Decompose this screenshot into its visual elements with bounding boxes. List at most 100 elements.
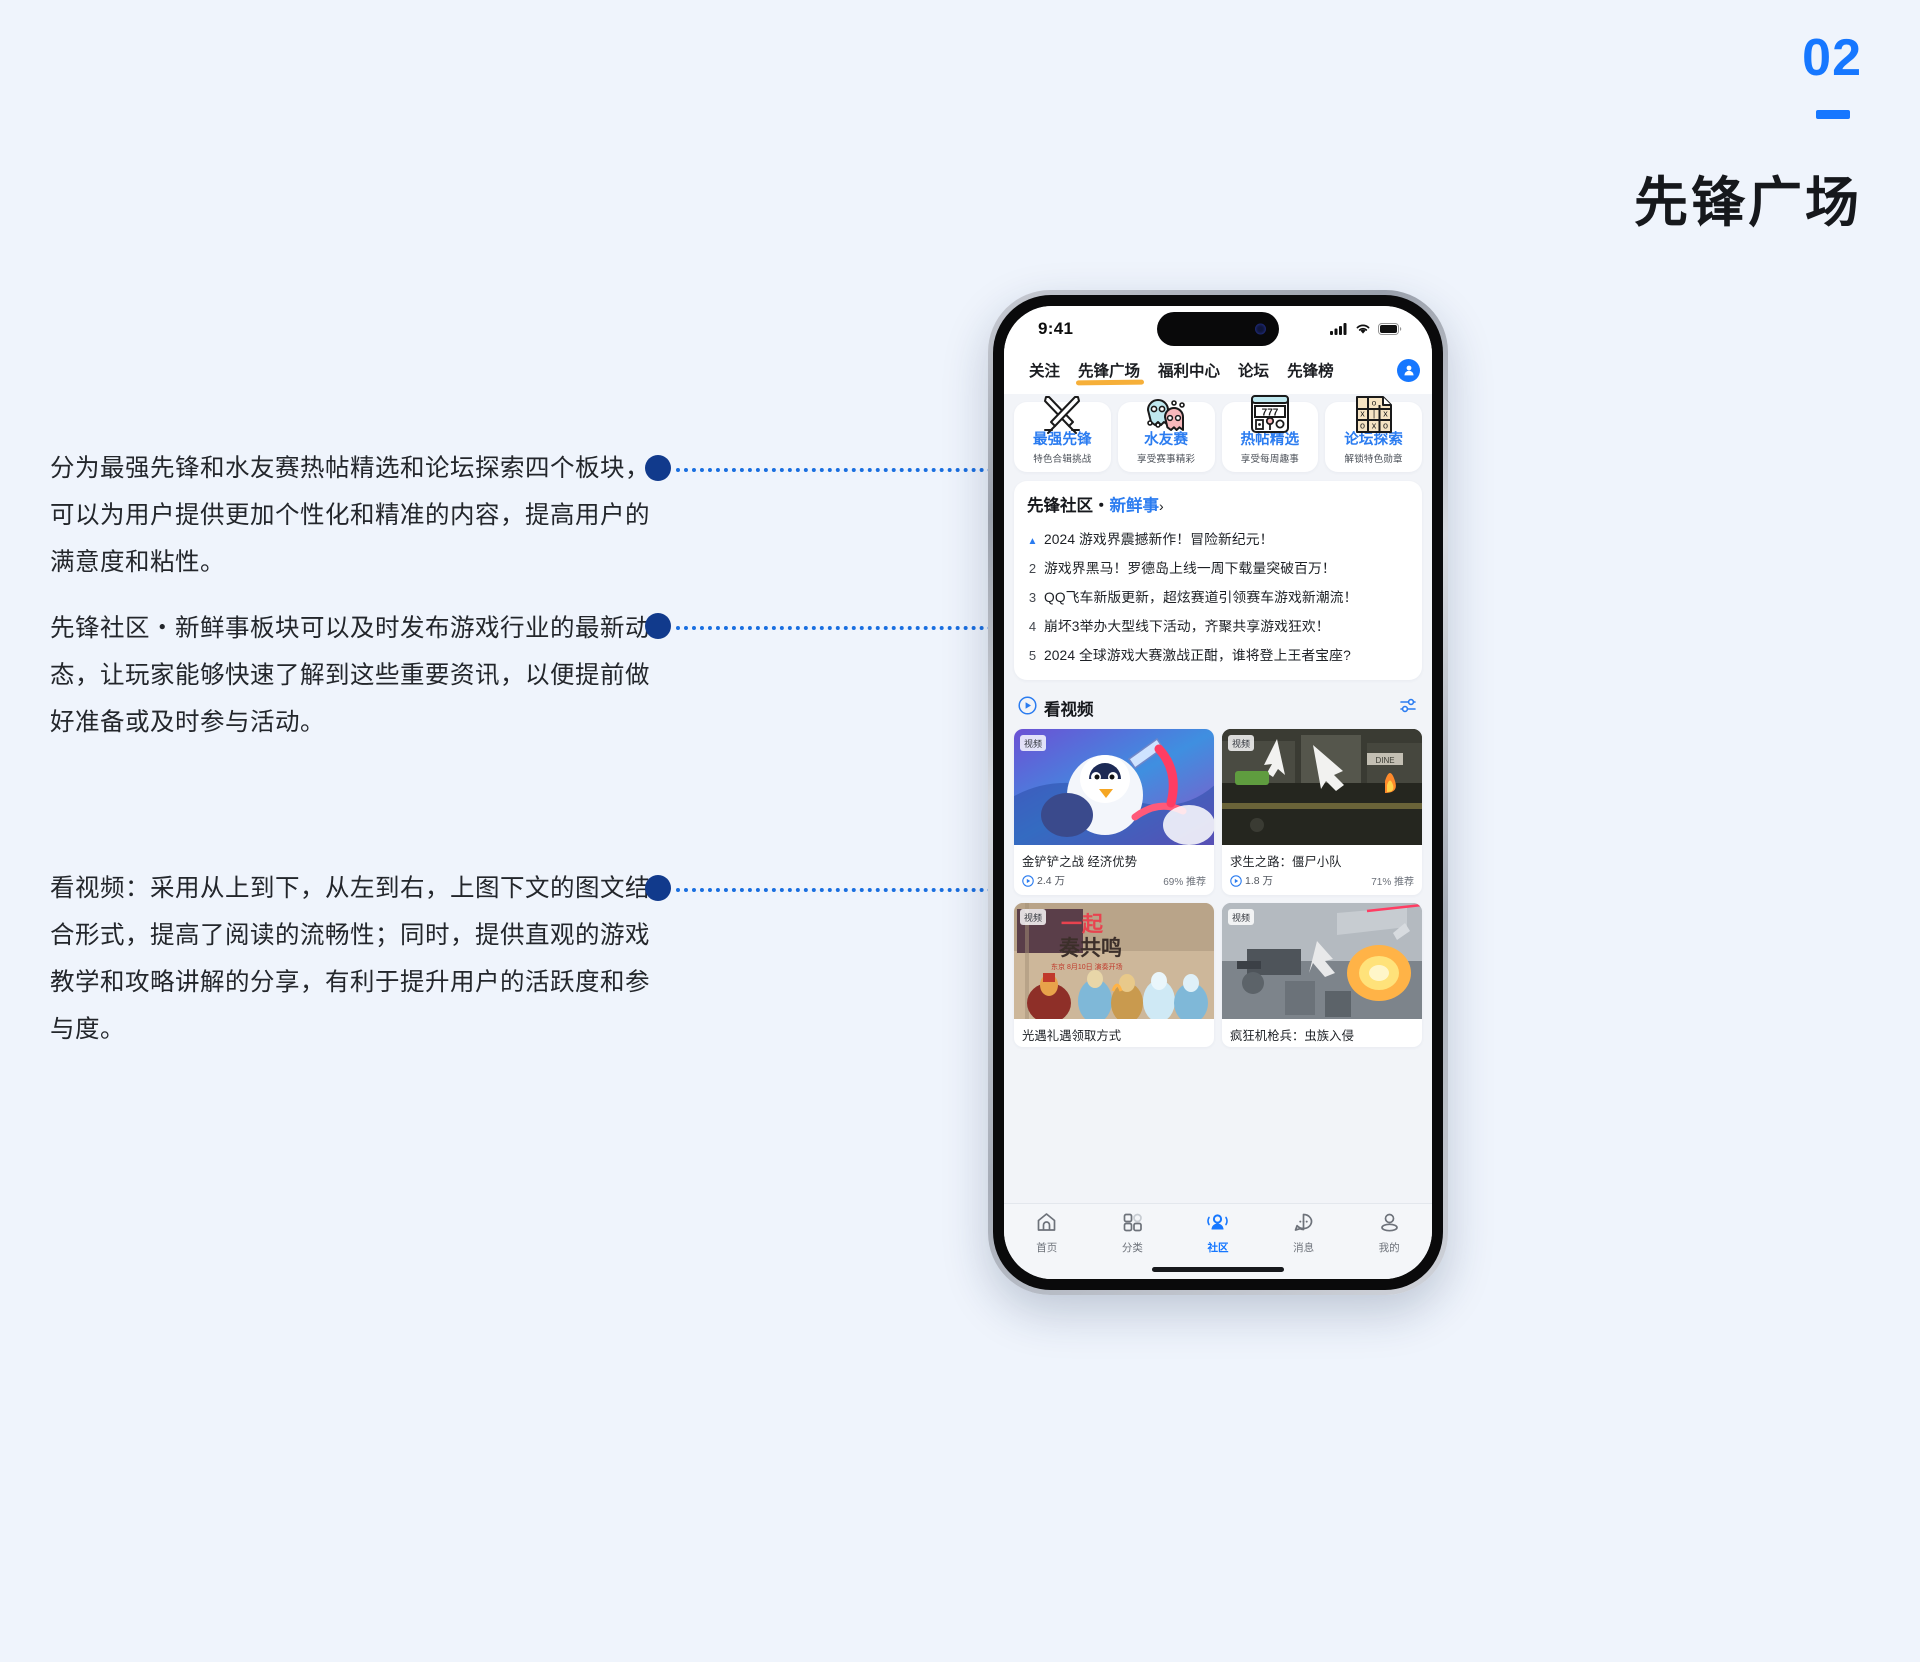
svg-text:o: o [1371,399,1376,408]
category-subtitle: 特色合辑挑战 [1033,454,1092,465]
bottom-navigation[interactable]: 首页 分类 社区 [1004,1203,1432,1259]
video-card[interactable]: 视频 [1222,903,1422,1047]
annotation-video: 看视频：采用从上到下，从左到右，上图下文的图文结合形式，提高了阅读的流畅性；同时… [50,865,650,1053]
video-plays-value: 2.4 万 [1037,875,1066,887]
news-item[interactable]: 4 崩坏3举办大型线下活动，齐聚共享游戏狂欢！ [1027,610,1409,639]
nav-label: 消息 [1293,1242,1315,1254]
page-title: 先锋广场 [1634,173,1862,233]
trending-up-icon: ▲ [1027,535,1038,547]
video-card[interactable]: 视频 DINE [1222,729,1422,895]
phone-screen: 9:41 [1004,306,1432,1279]
play-circle-icon [1018,696,1037,720]
play-circle-small-icon [1022,874,1034,887]
scroll-content: 最强先锋 特色合辑挑战 [1004,394,1432,1203]
category-title: 热帖精选 [1240,432,1300,448]
annotation-text: 分为最强先锋和水友赛热帖精选和论坛探索四个板块，可以为用户提供更加个性化和精准的… [50,455,650,576]
nav-item-profile[interactable]: 我的 [1346,1211,1432,1255]
ghosts-icon [1140,394,1192,440]
news-item-text: 2024 游戏界震撼新作！冒险新纪元！ [1044,531,1274,547]
slot-machine-icon: 777 [1244,394,1296,440]
phone-body: 9:41 [993,295,1443,1290]
tab-xianfengguangchang[interactable]: 先锋广场 [1069,356,1149,384]
annotation-leader-3 [676,888,992,892]
video-plays-value: 1.8 万 [1245,875,1274,887]
tab-guanzhu[interactable]: 关注 [1029,363,1061,380]
svg-text:一起: 一起 [1061,912,1104,936]
tic-tac-toe-icon: x | x o x o o [1348,394,1400,440]
camera-lens-icon [1255,323,1266,335]
category-card-shuiyousai[interactable]: 水友赛 享受赛事精彩 [1117,399,1215,472]
video-title: 光遇礼遇领取方式 [1022,1029,1122,1043]
top-tab-bar[interactable]: 关注 先锋广场 福利中心 论坛 先锋榜 [1004,352,1432,394]
annotation-dot-1 [645,455,671,481]
video-card[interactable]: 视频 [1014,729,1214,895]
category-title: 水友赛 [1144,432,1189,448]
video-section-title: 看视频 [1044,701,1094,719]
page-number-rule [1816,110,1850,119]
dynamic-island [1157,312,1279,346]
svg-text:777: 777 [1262,408,1279,419]
news-heading[interactable]: 先锋社区・新鲜事› [1027,492,1409,516]
svg-text:o: o [1383,421,1388,431]
news-rank: 3 [1028,589,1037,605]
video-card[interactable]: 视频 一起 奏共鸣 东京 8月10日 演奏开场 [1014,903,1214,1047]
annotation-text: 看视频：采用从上到下，从左到右，上图下文的图文结合形式，提高了阅读的流畅性；同时… [50,875,650,1043]
tab-luntan[interactable]: 论坛 [1238,363,1270,380]
community-icon [1207,1214,1229,1230]
video-thumbnail[interactable]: 视频 [1014,729,1214,845]
video-thumbnail[interactable]: 视频 [1222,903,1422,1019]
video-recommend: 69% 推荐 [1163,877,1206,888]
nav-item-community[interactable]: 社区 [1175,1211,1261,1255]
category-title: 论坛探索 [1344,432,1404,448]
nav-item-home[interactable]: 首页 [1004,1211,1090,1255]
home-indicator[interactable] [1004,1259,1432,1279]
category-subtitle: 解锁特色勋章 [1344,454,1403,465]
profile-icon [1380,1213,1398,1232]
video-grid: 视频 [1014,729,1422,1047]
svg-text:o: o [1360,421,1365,431]
svg-text:|: | [1372,409,1374,419]
news-rank: 4 [1028,618,1037,634]
nav-item-messages[interactable]: 消息 [1261,1211,1347,1255]
news-rank: 5 [1028,647,1037,663]
svg-text:x: x [1360,409,1365,419]
nav-item-category[interactable]: 分类 [1090,1211,1176,1255]
battery-icon [1378,323,1402,335]
category-card-retiejingxuan[interactable]: 777 热帖精选 享受每周趣事 [1221,395,1319,472]
category-subtitle: 享受每周趣事 [1240,454,1299,465]
svg-text:x: x [1371,421,1376,431]
tab-xianfengbang[interactable]: 先锋榜 [1287,363,1334,380]
news-item-text: QQ飞车新版更新，超炫赛道引领赛车游戏新潮流！ [1044,589,1358,605]
page-number: 02 [1802,29,1862,87]
annotation-text: 先锋社区・新鲜事板块可以及时发布游戏行业的最新动态，让玩家能够快速了解到这些重要… [50,615,650,736]
user-avatar-icon[interactable] [1397,358,1420,382]
chevron-right-icon[interactable]: › [1159,498,1164,514]
category-card-luntantansuo[interactable]: x | x o x o o 论坛探索 解锁特色勋章 [1325,396,1422,472]
nav-label: 我的 [1378,1242,1400,1254]
news-card: 先锋社区・新鲜事› ▲ 2024 游戏界震撼新作！冒险新纪元！ 2 游戏界黑马！… [1014,481,1422,680]
category-card-zuiqiangxianfeng[interactable]: 最强先锋 特色合辑挑战 [1014,396,1111,472]
crossed-swords-icon [1036,394,1088,440]
video-thumbnail[interactable]: 视频 一起 奏共鸣 东京 8月10日 演奏开场 [1014,903,1214,1019]
video-meta: 1.8 万 71% 推荐 [1222,873,1422,895]
video-thumbnail[interactable]: 视频 DINE [1222,729,1422,845]
news-item[interactable]: 5 2024 全球游戏大赛激战正酣，谁将登上王者宝座? [1027,639,1409,668]
news-item[interactable]: 2 游戏界黑马！罗德岛上线一周下载量突破百万！ [1027,552,1409,581]
news-item-text: 崩坏3举办大型线下活动，齐聚共享游戏狂欢！ [1044,618,1330,634]
status-icons [1330,323,1402,335]
svg-text:DINE: DINE [1375,756,1394,765]
news-item[interactable]: 3 QQ飞车新版更新，超炫赛道引领赛车游戏新潮流！ [1027,581,1409,610]
sliders-icon[interactable] [1398,697,1418,720]
cellular-bars-icon [1330,323,1347,335]
news-heading-prefix: 先锋社区・ [1027,497,1110,515]
video-title: 金铲铲之战 经济优势 [1022,855,1138,869]
svg-text:x: x [1383,409,1388,419]
video-title: 疯狂机枪兵：虫族入侵 [1230,1029,1354,1043]
video-recommend: 71% 推荐 [1371,877,1414,888]
news-item[interactable]: ▲ 2024 游戏界震撼新作！冒险新纪元！ [1027,523,1409,552]
svg-text:东京 8月10日 演奏开场: 东京 8月10日 演奏开场 [1051,962,1123,971]
annotation-leader-1 [676,468,992,472]
news-item-text: 2024 全球游戏大赛激战正酣，谁将登上王者宝座? [1044,647,1351,663]
news-rank: 2 [1028,560,1037,576]
tab-fulizhongxin[interactable]: 福利中心 [1158,363,1221,380]
